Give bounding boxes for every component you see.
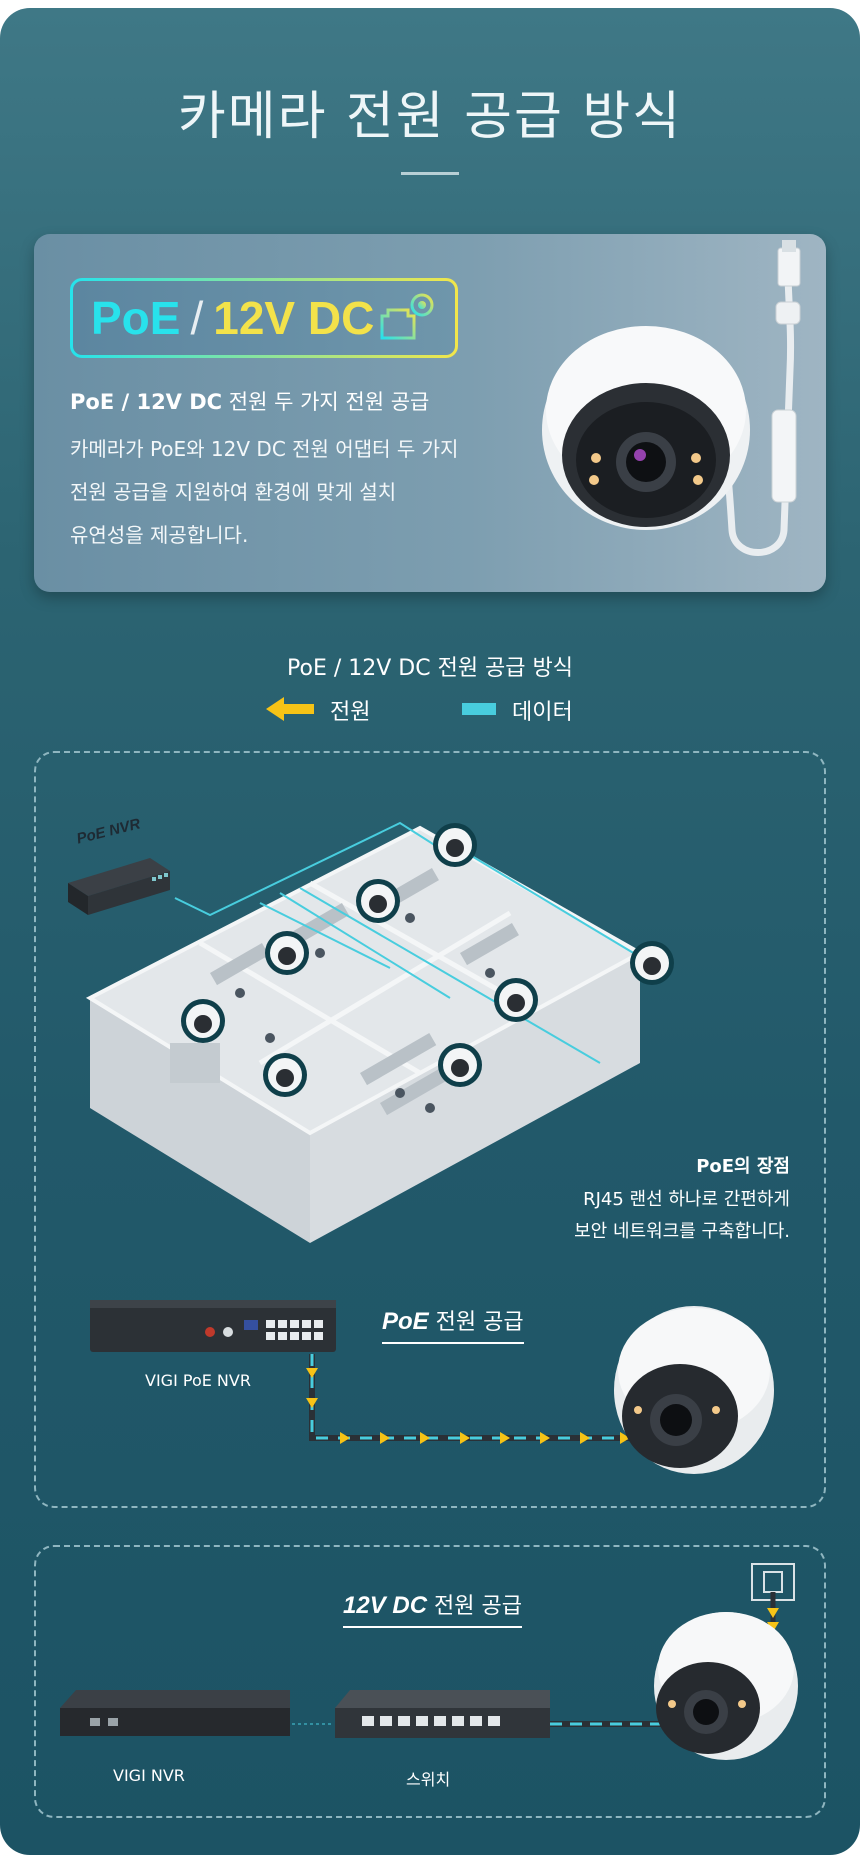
legend: 전원 데이터 (0, 694, 860, 725)
card-heading-bold: PoE / 12V DC (70, 390, 223, 414)
ethernet-plug-icon (380, 293, 434, 340)
camera-markers (181, 823, 674, 1097)
dc-connection-illustration (60, 1563, 798, 1760)
turret-camera-with-cable-image (542, 240, 801, 556)
office-floor-illustration (68, 821, 674, 1243)
poe-advantage-line-2: 보안 네트워크를 구축합니다. (574, 1221, 790, 1242)
vigi-poe-nvr-label: VIGI PoE NVR (145, 1371, 251, 1390)
poe-advantage-title: PoE의 장점 (696, 1156, 790, 1177)
switch-label: 스위치 (406, 1770, 451, 1789)
poe-connection-illustration (90, 1300, 774, 1474)
dc-supply-rest: 전원 공급 (427, 1594, 522, 1619)
vigi-nvr-label: VIGI NVR (113, 1766, 185, 1785)
poe-supply-rest: 전원 공급 (428, 1310, 524, 1335)
page-background: 카메라 전원 공급 방식 PoE / 12V DC (0, 8, 860, 1855)
feature-card: PoE / 12V DC PoE / 12V DC 전원 두 가지 전원 공급 (34, 234, 826, 592)
card-description: 카메라가 PoE와 12V DC 전원 어댑터 두 가지 전원 공급을 지원하여… (70, 428, 500, 557)
badge-dc-text: 12V DC (213, 292, 375, 344)
power-badge: PoE / 12V DC (70, 278, 458, 358)
card-line-3: 유연성을 제공합니다. (70, 523, 249, 547)
card-heading: PoE / 12V DC 전원 두 가지 전원 공급 (70, 386, 429, 416)
power-arrow-icon (266, 697, 314, 721)
legend-data-label: 데이터 (512, 700, 573, 725)
poe-supply-label: PoE 전원 공급 (382, 1304, 524, 1344)
card-line-2: 전원 공급을 지원하여 환경에 맞게 설치 (70, 480, 397, 504)
poe-advantage-line-1: RJ45 랜선 하나로 간편하게 (583, 1189, 790, 1210)
card-heading-rest: 전원 두 가지 전원 공급 (222, 390, 430, 414)
page-title: 카메라 전원 공급 방식 (177, 87, 683, 147)
card-line-1: 카메라가 PoE와 12V DC 전원 어댑터 두 가지 (70, 437, 459, 461)
dc-diagram-box (34, 1545, 826, 1818)
poe-advantage-text: RJ45 랜선 하나로 간편하게 보안 네트워크를 구축합니다. (574, 1184, 790, 1248)
title-divider (401, 172, 459, 175)
legend-title: PoE / 12V DC 전원 공급 방식 (287, 656, 573, 681)
dc-supply-italic: 12V DC (343, 1592, 428, 1619)
badge-slash: / (190, 292, 204, 344)
data-line-icon (462, 703, 496, 715)
badge-poe-text: PoE (91, 292, 181, 344)
legend-power-label: 전원 (330, 700, 371, 725)
poe-supply-italic: PoE (382, 1308, 429, 1335)
dc-supply-label: 12V DC 전원 공급 (343, 1588, 522, 1628)
poe-diagram-box (34, 751, 826, 1508)
